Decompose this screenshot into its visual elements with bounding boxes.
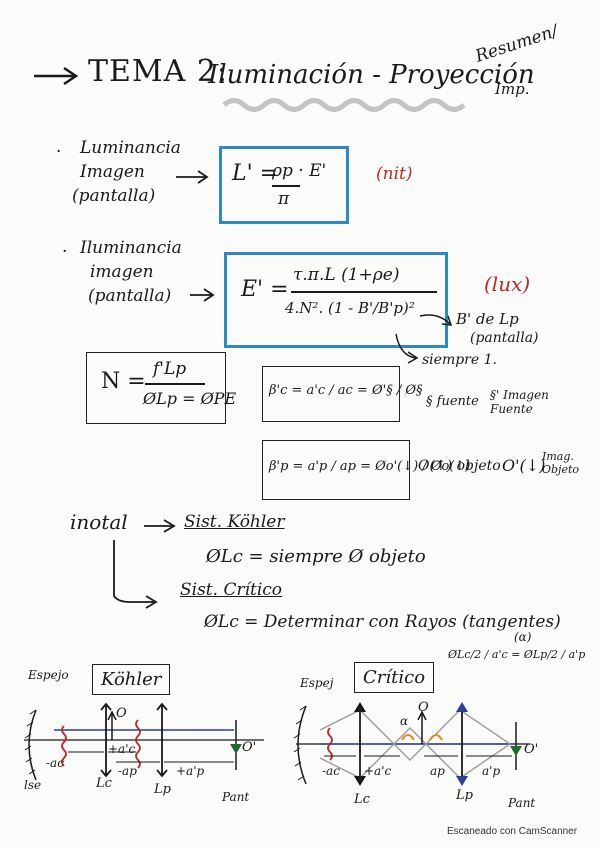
luminancia-formula-num: ρp · E': [272, 161, 327, 181]
critico-ac-minus: -ac: [322, 764, 340, 778]
kohler-o: O: [116, 706, 127, 721]
tan-alpha: (α): [514, 630, 532, 644]
critico-lp: Lp: [456, 788, 473, 803]
kohler-diagram-title: Köhler: [92, 664, 171, 695]
iluminancia-arrow: [190, 288, 215, 302]
iluminancia-label-1: Iluminancia: [80, 238, 182, 258]
beta-c-box: β'c = a'c / ac = Ø'§ / Ø§: [262, 366, 423, 422]
kohler-lc: Lc: [96, 776, 112, 791]
iluminancia-formula-num: τ.π.L (1+ρe): [293, 265, 400, 285]
tan-formula: ØLc/2 / a'c = ØLp/2 / a'p: [448, 648, 586, 661]
beta-c-formula: β'c = a'c / ac = Ø'§ / Ø§: [269, 383, 423, 398]
inotal-label: inotal: [70, 510, 128, 534]
critico-alpha: α: [400, 714, 409, 728]
kohler-ac-minus: -ac: [46, 756, 64, 770]
title-underline-squiggle: [222, 98, 466, 112]
luminancia-formula-box: L' = ρp · E' π: [219, 146, 349, 224]
n-formula-num: f'Lp: [153, 359, 187, 379]
n-formula-box: N = f'Lp ØLp = ØPE: [86, 352, 236, 424]
critico-ap-prime: a'p: [482, 764, 501, 778]
critico-lc: Lc: [354, 792, 370, 807]
luminancia-label-1: Luminancia: [80, 138, 181, 158]
luminancia-label-2: Imagen: [80, 162, 145, 182]
iluminancia-label-2: imagen: [90, 262, 154, 282]
beta-p-note-1: O(↑) objeto: [418, 458, 501, 474]
critico-o-prime: O': [524, 742, 539, 757]
title-arrow: [34, 66, 79, 86]
kohler-espejo: Espejo: [28, 668, 69, 682]
kohler-ap-minus: -ap: [118, 764, 137, 778]
kohler-heading: Sist. Köhler: [184, 512, 285, 532]
scanner-watermark: Escaneado con CamScanner: [447, 826, 578, 837]
kohler-diagram: [24, 702, 264, 781]
n-formula-den: ØLp = ØPE: [143, 389, 237, 408]
kohler-ac-plus: +a'c: [108, 742, 136, 756]
bp-note-arrow: [419, 314, 453, 326]
kohler-pant: Pant: [222, 790, 250, 804]
beta-c-note-2: §' Imagen Fuente: [490, 388, 549, 416]
inotal-arrow-kohler: [144, 519, 176, 533]
beta-p-formula: β'p = a'p / ap = Øo'(↓) / Øo(↑): [269, 459, 471, 474]
kohler-lp: Lp: [154, 782, 171, 797]
page-title: Iluminación - Proyección: [208, 60, 535, 90]
iluminancia-bullet: ·: [62, 242, 68, 262]
iluminancia-label-3: (pantalla): [88, 286, 172, 306]
bp-note-2: (pantalla): [470, 330, 539, 346]
beta-p-note-2: O'(↓): [502, 456, 546, 475]
critico-ap: ap: [430, 764, 445, 778]
beta-c-note-1: § fuente: [426, 394, 479, 409]
critico-diagram: [293, 702, 530, 786]
luminancia-bullet: ·: [56, 142, 62, 162]
kohler-lse: lse: [24, 778, 42, 792]
kohler-ap-plus: +a'p: [176, 764, 205, 778]
inotal-branch-arrow: [113, 540, 158, 609]
luminancia-formula-den: π: [278, 189, 290, 209]
luminancia-unit: (nit): [376, 164, 413, 184]
iluminancia-formula-den: 4.N². (1 - B'/B'p)²: [285, 299, 415, 317]
iluminancia-formula-box: E' = τ.π.L (1+ρe) 4.N². (1 - B'/B'p)²: [224, 252, 448, 348]
iluminancia-formula-left: E' =: [241, 277, 289, 302]
kohler-o-prime: O': [242, 740, 257, 755]
iluminancia-unit: (lux): [484, 272, 531, 296]
beta-p-note-3: Imag. Objeto: [542, 450, 580, 476]
critico-heading: Sist. Crítico: [180, 580, 283, 600]
critico-diagram-title: Crítico: [354, 662, 435, 693]
n-formula-left: N =: [101, 369, 146, 394]
critico-text: ØLc = Determinar con Rayos (tangentes): [204, 612, 561, 632]
luminancia-label-3: (pantalla): [72, 186, 156, 206]
title-prefix: TEMA 2:: [88, 54, 229, 89]
luminancia-formula-left: L' =: [232, 161, 279, 186]
beta-p-box: β'p = a'p / ap = Øo'(↓) / Øo(↑): [262, 440, 470, 500]
kohler-text: ØLc = siempre Ø objeto: [206, 546, 426, 567]
critico-ac-plus: +a'c: [364, 764, 392, 778]
critico-espejo: Espej: [300, 676, 334, 690]
title-side-bottom: Imp.: [495, 80, 530, 98]
critico-o: O: [418, 700, 429, 715]
siempre-note: siempre 1.: [422, 352, 497, 368]
critico-pant: Pant: [508, 796, 536, 810]
siempre-arrow: [395, 333, 419, 364]
bp-note: B' de Lp: [456, 310, 519, 328]
luminancia-arrow: [176, 170, 209, 184]
